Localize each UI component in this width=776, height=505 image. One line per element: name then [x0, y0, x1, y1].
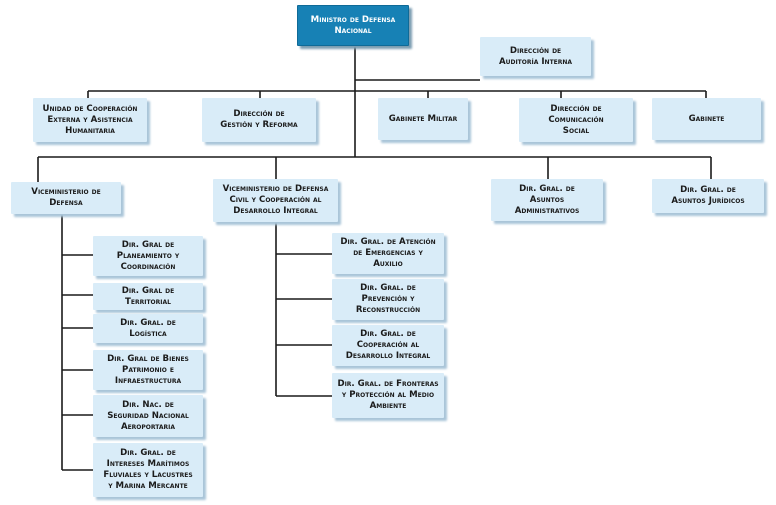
- logistica-box: Dir. Gral. de Logística: [93, 314, 203, 343]
- auditoria-box: Dirección de Auditoría Interna: [480, 37, 591, 76]
- atencion-emergencias-box: Dir. Gral. de Atención de Emergencias y …: [332, 233, 444, 274]
- vm-defensa-box: Viceministerio de Defensa: [11, 182, 121, 214]
- bienes-patrimonio-box: Dir. Gral de Bienes Patrimonio e Infraes…: [93, 350, 203, 390]
- asuntos-juridicos-box: Dir. Gral. de Asuntos Jurídicos: [652, 179, 764, 213]
- vm-defensa-civil-box: Viceministerio de Defensa Civil y Cooper…: [213, 179, 338, 222]
- minister-box: Ministro de Defensa Nacional: [297, 5, 409, 46]
- territorial-box: Dir. Gral de Territorial: [93, 283, 203, 310]
- seguridad-aeroportaria-box: Dir. Nac. de Seguridad Nacional Aeroport…: [93, 395, 203, 437]
- asuntos-administrativos-box: Dir. Gral. de Asuntos Administrativos: [491, 179, 603, 221]
- planeamiento-box: Dir. Gral de Planeamiento y Coordinación: [93, 236, 203, 276]
- comunicacion-social-box: Dirección de Comunicación Social: [519, 98, 633, 142]
- gabinete-box: Gabinete: [652, 98, 761, 140]
- fronteras-medio-ambiente-box: Dir. Gral. de Fronteras y Protección al …: [332, 373, 444, 418]
- cooperation-unit-box: Unidad de Cooperación Externa y Asistenc…: [33, 98, 147, 142]
- cooperacion-desarrollo-box: Dir. Gral. de Cooperación al Desarrollo …: [332, 325, 444, 366]
- gestion-reforma-box: Dirección de Gestión y Reforma: [202, 98, 316, 142]
- intereses-maritimos-box: Dir. Gral. de Intereses Marítimos Fluvia…: [93, 443, 203, 497]
- prevencion-reconstruccion-box: Dir. Gral. de Prevención y Reconstrucció…: [332, 279, 444, 320]
- gabinete-militar-box: Gabinete Militar: [378, 98, 468, 140]
